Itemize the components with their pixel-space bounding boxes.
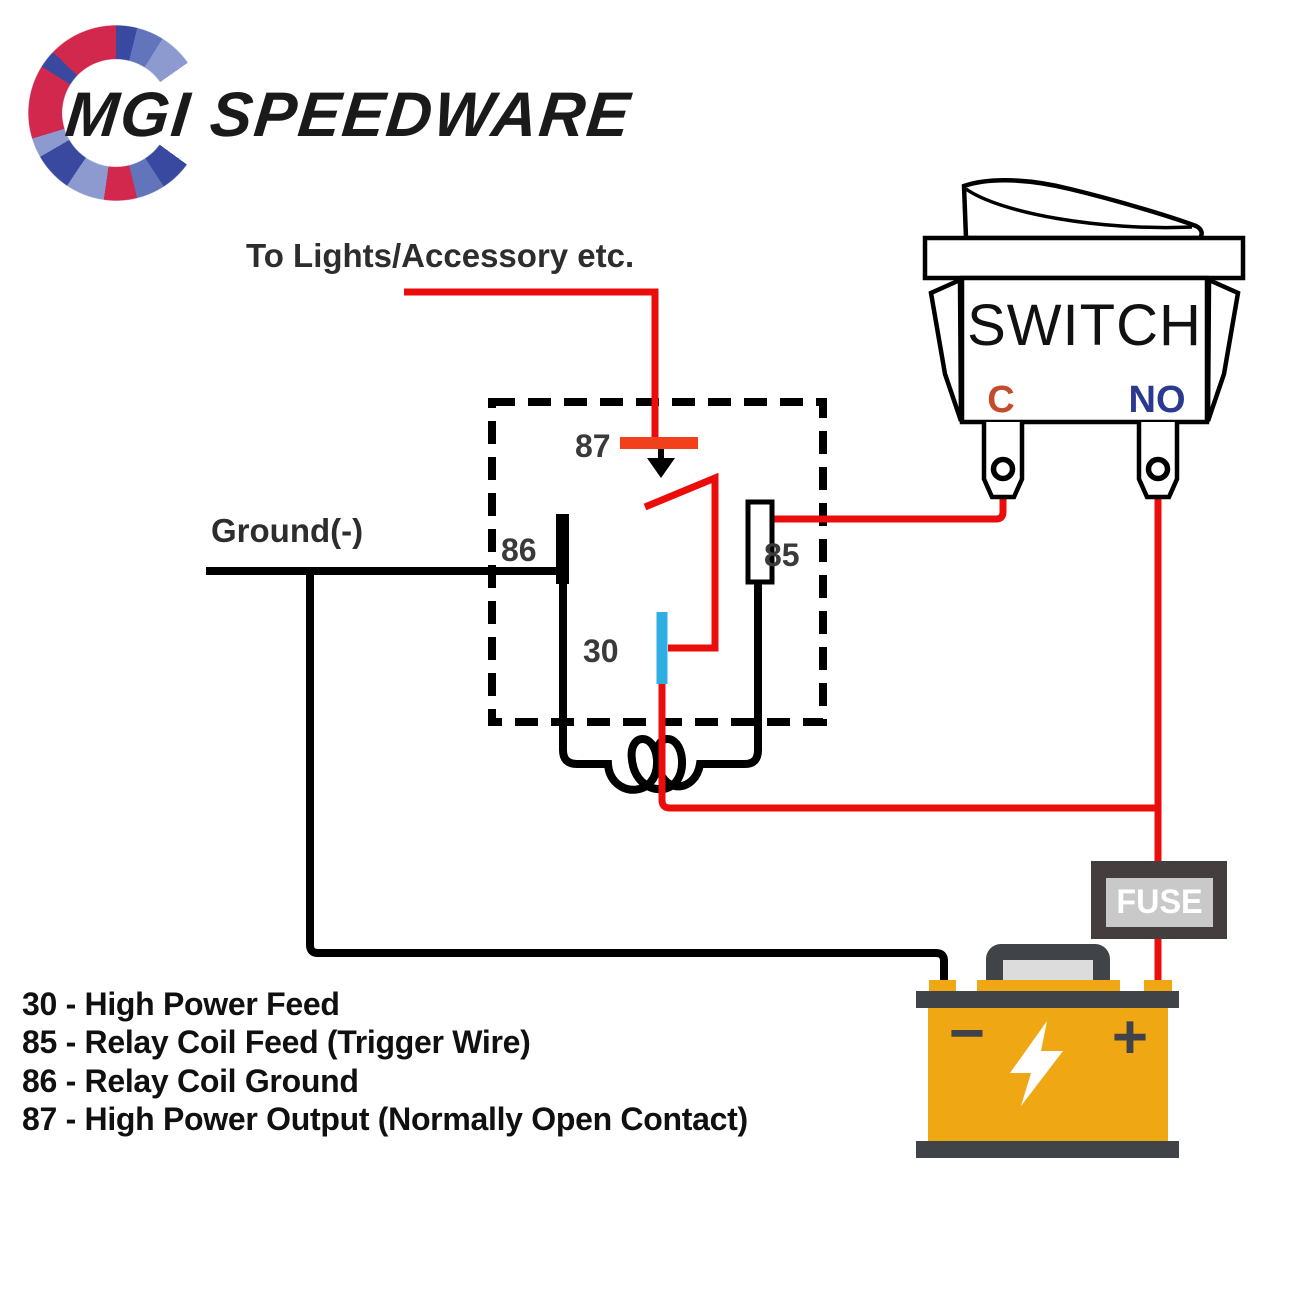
legend-line-86: 86 - Relay Coil Ground bbox=[22, 1062, 359, 1099]
relay-pin-87-label: 87 bbox=[575, 428, 611, 464]
battery-body bbox=[928, 1008, 1168, 1141]
switch-rocker-face-line bbox=[964, 187, 1193, 230]
to-lights-label: To Lights/Accessory etc. bbox=[246, 237, 635, 274]
wire-ground-to-battery-negative bbox=[306, 571, 948, 984]
fuse-holder bbox=[1091, 861, 1227, 939]
fuse-label: FUSE bbox=[1116, 883, 1203, 921]
switch-terminal-no-label: NO bbox=[1128, 379, 1186, 421]
relay-contact-87 bbox=[620, 437, 698, 449]
switch-terminal-c-label: C bbox=[987, 379, 1015, 421]
switch-terminal-c-hole bbox=[990, 456, 1016, 482]
switch-body bbox=[959, 275, 1210, 425]
logo-text: MGI SPEEDWARE bbox=[62, 80, 635, 150]
arrow-down-head-icon bbox=[647, 458, 675, 478]
rocker-switch bbox=[922, 178, 1246, 500]
legend-line-85: 85 - Relay Coil Feed (Trigger Wire) bbox=[22, 1024, 531, 1061]
battery-minus-symbol: − bbox=[948, 999, 986, 1068]
relay-pin-85-label: 85 bbox=[764, 537, 800, 573]
lightning-bolt-icon bbox=[1010, 1021, 1063, 1106]
legend-line-87: 87 - High Power Output (Normally Open Co… bbox=[22, 1101, 748, 1138]
battery bbox=[916, 944, 1179, 1158]
battery-center-tab bbox=[977, 980, 1120, 993]
battery-positive-post bbox=[1144, 980, 1172, 993]
mgi-logo-icon bbox=[27, 24, 205, 202]
wire-switch-c-to-pin85 bbox=[772, 496, 1007, 523]
switch-mounting-flange bbox=[922, 235, 1246, 281]
pin-legend: 30 - High Power Feed 85 - Relay Coil Fee… bbox=[22, 985, 748, 1139]
relay-pin-30-label: 30 bbox=[583, 633, 619, 669]
battery-top-strip bbox=[916, 991, 1179, 1008]
ground-label: Ground(-) bbox=[211, 512, 364, 549]
switch-terminal-no-hole bbox=[1145, 456, 1171, 482]
relay-contact-85 bbox=[745, 499, 775, 585]
switch-left-wing bbox=[928, 276, 964, 422]
legend-line-30: 30 - High Power Feed bbox=[22, 986, 340, 1022]
relay-coil bbox=[559, 584, 762, 794]
wire-30-to-fused-feed bbox=[658, 682, 1158, 812]
battery-bottom-strip bbox=[916, 1141, 1179, 1158]
switch-rocker-lever bbox=[961, 178, 1204, 241]
battery-negative-post bbox=[929, 980, 956, 993]
relay-pin-86-label: 86 bbox=[501, 532, 537, 568]
relay-contact-86 bbox=[556, 514, 569, 584]
switch-right-wing bbox=[1205, 276, 1241, 422]
fuse-inner bbox=[1106, 878, 1213, 927]
battery-plus-symbol: + bbox=[1111, 1003, 1149, 1072]
wire-87-to-lights bbox=[404, 288, 659, 437]
relay-switch-arm bbox=[643, 472, 719, 652]
switch-title: SWITCH bbox=[967, 293, 1202, 358]
